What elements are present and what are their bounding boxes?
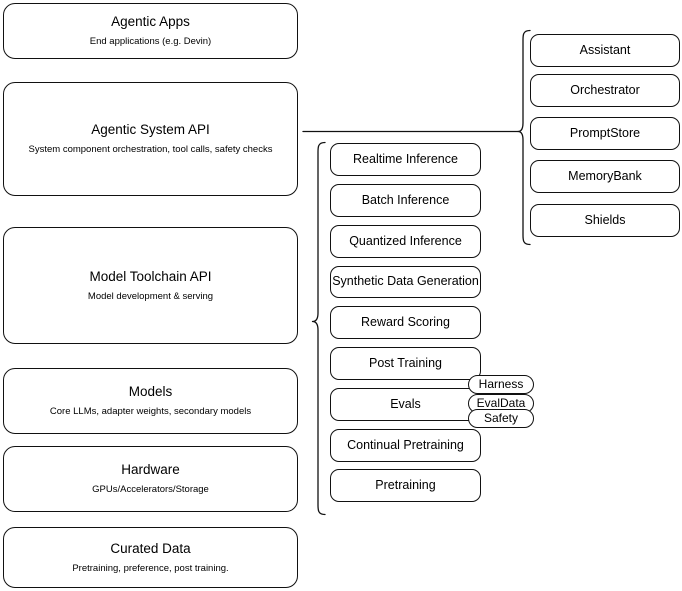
chip-label: Quantized Inference: [349, 233, 462, 248]
chip-label: MemoryBank: [568, 168, 642, 183]
chip-label: PromptStore: [569, 125, 641, 140]
pill-safety[interactable]: Safety: [468, 409, 534, 428]
layer-agentic-system-api[interactable]: Agentic System API System component orch…: [3, 82, 298, 196]
pill-label: Harness: [478, 377, 524, 391]
chip-label: Continual Pretraining: [347, 437, 464, 452]
chip-evals[interactable]: Evals: [330, 388, 481, 421]
chip-label: Orchestrator: [570, 82, 640, 97]
layer-subtitle: System component orchestration, tool cal…: [28, 144, 273, 155]
chip-label: Post Training: [369, 355, 442, 370]
chip-orchestrator[interactable]: Orchestrator: [530, 74, 680, 107]
chip-reward-scoring[interactable]: Reward Scoring: [330, 306, 481, 339]
chip-label: Assistant: [579, 42, 631, 57]
chip-post-training[interactable]: Post Training: [330, 347, 481, 380]
layer-hardware[interactable]: Hardware GPUs/Accelerators/Storage: [3, 446, 298, 512]
layer-models[interactable]: Models Core LLMs, adapter weights, secon…: [3, 368, 298, 434]
layer-agentic-apps[interactable]: Agentic Apps End applications (e.g. Devi…: [3, 3, 298, 59]
layer-curated-data[interactable]: Curated Data Pretraining, preference, po…: [3, 527, 298, 588]
layer-title: Model Toolchain API: [89, 268, 212, 284]
pill-label: Safety: [483, 411, 519, 425]
layer-subtitle: Core LLMs, adapter weights, secondary mo…: [49, 406, 252, 417]
layer-title: Curated Data: [110, 540, 191, 556]
chip-promptstore[interactable]: PromptStore: [530, 117, 680, 150]
layer-title: Hardware: [121, 462, 180, 478]
layer-title: Agentic Apps: [111, 14, 190, 30]
layer-subtitle: End applications (e.g. Devin): [89, 36, 212, 47]
pill-harness[interactable]: Harness: [468, 375, 534, 394]
layer-model-toolchain-api[interactable]: Model Toolchain API Model development & …: [3, 227, 298, 344]
chip-label: Evals: [390, 396, 421, 411]
chip-label: Batch Inference: [361, 192, 450, 207]
chip-label: Realtime Inference: [353, 151, 458, 166]
layer-title: Models: [128, 384, 173, 400]
layer-subtitle: Pretraining, preference, post training.: [72, 562, 229, 574]
pill-label: EvalData: [476, 396, 526, 410]
chip-batch-inference[interactable]: Batch Inference: [330, 184, 481, 217]
layer-title: Agentic System API: [91, 122, 210, 138]
chip-continual-pretraining[interactable]: Continual Pretraining: [330, 429, 481, 462]
chip-label: Synthetic Data Generation: [332, 274, 479, 289]
layer-subtitle: Model development & serving: [87, 290, 214, 302]
chip-label: Pretraining: [375, 477, 436, 492]
chip-label: Reward Scoring: [361, 314, 450, 329]
chip-assistant[interactable]: Assistant: [530, 34, 680, 67]
components-left-brace-icon: [517, 29, 531, 246]
chip-label: Shields: [584, 212, 626, 227]
chip-memorybank[interactable]: MemoryBank: [530, 160, 680, 193]
chip-shields[interactable]: Shields: [530, 204, 680, 237]
layer-subtitle: GPUs/Accelerators/Storage: [92, 484, 209, 495]
chip-synthetic-data-generation[interactable]: Synthetic Data Generation: [330, 266, 481, 298]
chip-realtime-inference[interactable]: Realtime Inference: [330, 143, 481, 176]
chip-quantized-inference[interactable]: Quantized Inference: [330, 225, 481, 258]
chip-pretraining[interactable]: Pretraining: [330, 469, 481, 502]
toolchain-left-brace-icon: [311, 141, 326, 516]
